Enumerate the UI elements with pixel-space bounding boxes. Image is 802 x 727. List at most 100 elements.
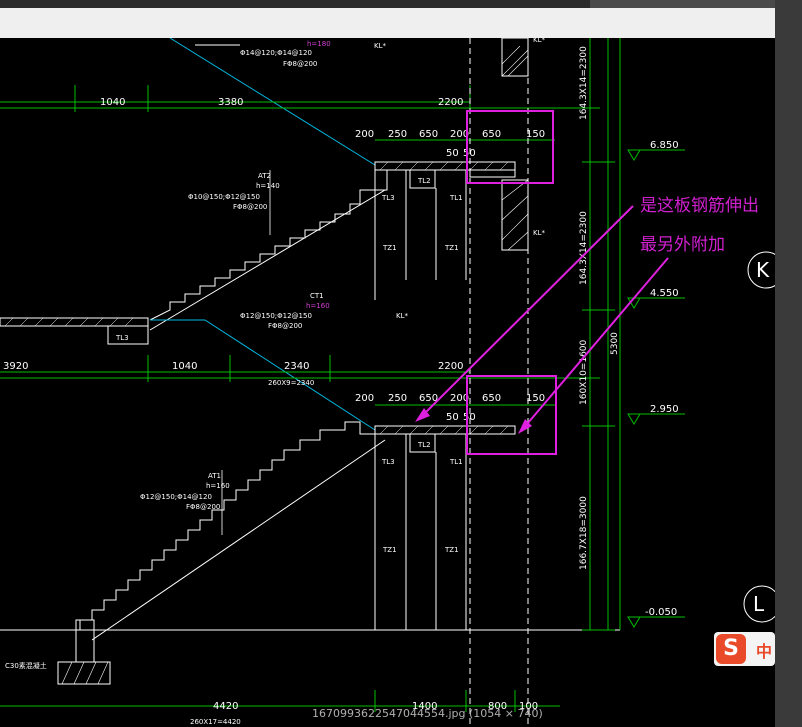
image-viewer-margin bbox=[0, 8, 775, 38]
lower-sub-4: 200 bbox=[450, 393, 469, 404]
elev-3: 2.950 bbox=[650, 404, 679, 415]
mid-tl3: TL3 bbox=[115, 334, 129, 342]
lower-sub-6: 150 bbox=[526, 393, 545, 404]
upper-tl1: TL1 bbox=[449, 194, 463, 202]
axis-k-label: K bbox=[756, 258, 770, 282]
mid-beam: KL* bbox=[396, 312, 408, 320]
mid-rebar2: FΦ8@200 bbox=[268, 322, 302, 330]
upper-sub-5: 650 bbox=[482, 129, 501, 140]
upper-stair-h: h=140 bbox=[256, 182, 280, 190]
upper-sub-4: 200 bbox=[450, 129, 469, 140]
upper-beam-top: KL* bbox=[374, 42, 386, 50]
lower-sub-5: 650 bbox=[482, 393, 501, 404]
upper-beam-kl-top: KL* bbox=[533, 38, 545, 44]
highlight-box-lower bbox=[466, 375, 557, 455]
foundation-label: C30素混凝土 bbox=[5, 661, 47, 670]
lower-dim-1: 3920 bbox=[3, 361, 28, 372]
lower-stair-soffit bbox=[91, 439, 386, 641]
upper-dim-1: 1040 bbox=[100, 97, 125, 108]
lower-step-dim: 260X9=2340 bbox=[268, 379, 314, 387]
lower-small-2: 50 bbox=[463, 412, 476, 423]
vdim-2: 164.3X14=2300 bbox=[579, 211, 589, 285]
upper-dim-3: 2200 bbox=[438, 97, 463, 108]
axis-l-bubble bbox=[743, 585, 775, 623]
mid-rebar1: Φ12@150;Φ12@150 bbox=[240, 312, 312, 320]
upper-sub-1: 200 bbox=[355, 129, 374, 140]
annotation-arrow-2 bbox=[521, 257, 669, 431]
bottom-dim-3: 800 bbox=[488, 701, 507, 712]
lower-tz1b: TZ1 bbox=[444, 546, 459, 554]
lower-stair-rebar1: Φ12@150;Φ14@120 bbox=[140, 493, 212, 501]
upper-right-block bbox=[501, 38, 529, 77]
lower-stair-h: h=160 bbox=[206, 482, 230, 490]
upper-tz1a: TZ1 bbox=[382, 244, 397, 252]
bottom-dim-2: 1400 bbox=[412, 701, 437, 712]
ime-mode-label: 中 bbox=[756, 642, 773, 661]
ime-toolbar[interactable]: S 中 bbox=[714, 632, 775, 666]
image-filename-caption: 1670993622547044554.jpg (1054 × 740) bbox=[312, 707, 543, 720]
vdim-4: 166.7X18=3000 bbox=[579, 496, 589, 570]
foundation-block bbox=[57, 661, 111, 685]
mid-id: CT1 bbox=[310, 292, 324, 300]
lower-tl3: TL3 bbox=[381, 458, 395, 466]
upper-stair-id: AT2 bbox=[258, 172, 271, 180]
lower-dim-4: 2200 bbox=[438, 361, 463, 372]
elev-1: 6.850 bbox=[650, 140, 679, 151]
lower-tl1: TL1 bbox=[449, 458, 463, 466]
bottom-step-dim: 260X17=4420 bbox=[190, 718, 241, 726]
sogou-logo-icon: S bbox=[716, 634, 746, 664]
upper-right-block-hatch bbox=[501, 45, 529, 77]
upper-tz1b: TZ1 bbox=[444, 244, 459, 252]
lower-sub-3: 650 bbox=[419, 393, 438, 404]
vdim-5: 5300 bbox=[610, 332, 620, 355]
elev-4: -0.050 bbox=[645, 607, 677, 618]
lower-stair-rebar2: FΦ8@200 bbox=[186, 503, 220, 511]
mid-floor-slab bbox=[0, 317, 149, 327]
upper-small-1: 50 bbox=[446, 148, 459, 159]
lower-stair-steps bbox=[79, 421, 375, 630]
upper-beam-kl: KL* bbox=[533, 229, 545, 237]
annotation-line-2: 最另外附加 bbox=[640, 235, 725, 255]
lower-sub-1: 200 bbox=[355, 393, 374, 404]
lower-dim-2: 1040 bbox=[172, 361, 197, 372]
upper-sub-6: 150 bbox=[526, 129, 545, 140]
annotation-line-1: 是这板钢筋伸出 bbox=[640, 196, 759, 216]
axis-k-bubble bbox=[747, 251, 775, 289]
cad-drawing-canvas: h=180 Φ14@120;Φ14@120 FΦ8@200 KL* KL* 10… bbox=[0, 38, 775, 727]
upper-sub-2: 250 bbox=[388, 129, 407, 140]
lower-cyan-diagonal bbox=[150, 319, 376, 431]
window-top-right bbox=[590, 0, 802, 8]
lower-stair-id: AT1 bbox=[208, 472, 221, 480]
upper-stair-soffit bbox=[149, 189, 386, 331]
upper-sub-3: 650 bbox=[419, 129, 438, 140]
window-right-edge bbox=[775, 0, 802, 727]
upper-stair-rebar2: FΦ8@200 bbox=[233, 203, 267, 211]
lower-small-1: 50 bbox=[446, 412, 459, 423]
vdim-1: 164.3X14=2300 bbox=[579, 46, 589, 120]
axis-l-label: L bbox=[753, 592, 765, 616]
upper-tl3: TL3 bbox=[381, 194, 395, 202]
lower-tz1a: TZ1 bbox=[382, 546, 397, 554]
elev-2: 4.550 bbox=[650, 288, 679, 299]
lower-dim-3: 2340 bbox=[284, 361, 309, 372]
upper-small-2: 50 bbox=[463, 148, 476, 159]
upper-top-rebar: Φ14@120;Φ14@120 bbox=[240, 49, 312, 57]
upper-tl2: TL2 bbox=[417, 177, 431, 185]
bottom-dim-1: 4420 bbox=[213, 701, 238, 712]
annotation-arrow-1 bbox=[419, 205, 634, 419]
window-top-bar bbox=[0, 0, 802, 8]
lower-sub-2: 250 bbox=[388, 393, 407, 404]
upper-top-rebar2: FΦ8@200 bbox=[283, 60, 317, 68]
upper-stair-rebar1: Φ10@150;Φ12@150 bbox=[188, 193, 260, 201]
lower-tl2: TL2 bbox=[417, 441, 431, 449]
upper-landing-slab bbox=[374, 161, 516, 171]
upper-top-h: h=180 bbox=[307, 40, 331, 48]
bottom-dim-4: 100 bbox=[519, 701, 538, 712]
highlight-box-upper bbox=[466, 110, 554, 184]
upper-stair-steps bbox=[149, 170, 376, 321]
upper-dim-2: 3380 bbox=[218, 97, 243, 108]
stair-section-drawing: h=180 Φ14@120;Φ14@120 FΦ8@200 KL* KL* 10… bbox=[0, 38, 775, 727]
lower-landing-slab bbox=[374, 425, 516, 435]
mid-h: h=160 bbox=[306, 302, 330, 310]
vdim-3: 160X10=1600 bbox=[579, 339, 589, 405]
